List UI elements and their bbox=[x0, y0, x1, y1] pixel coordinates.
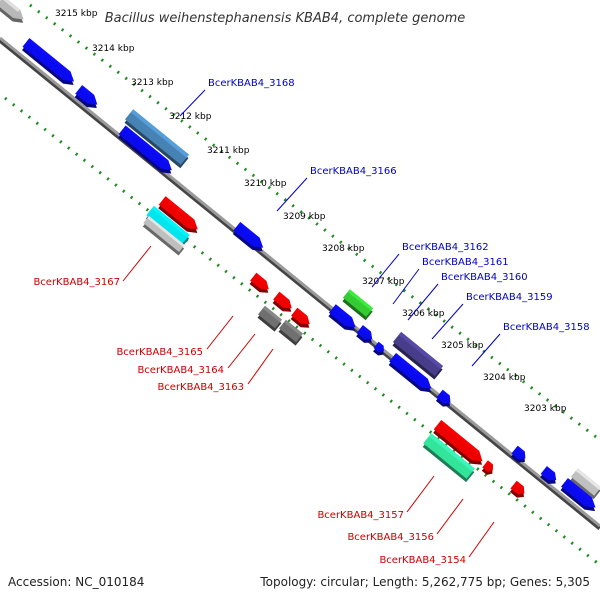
leader-line bbox=[227, 333, 256, 369]
gene-forward-blue-7 bbox=[510, 445, 526, 463]
gene-label-bcerkbab4-3157[interactable]: BcerKBAB4_3157 bbox=[317, 510, 404, 521]
tick-label: 3208 kbp bbox=[322, 244, 365, 254]
tick-label: 3209 kbp bbox=[283, 212, 326, 222]
gene-forward-blue-1 bbox=[21, 38, 75, 86]
gene-forward-blue-4 bbox=[328, 304, 356, 331]
leader-line bbox=[468, 521, 495, 558]
gene-label-bcerkbab4-3165[interactable]: BcerKBAB4_3165 bbox=[116, 347, 203, 358]
gene-features bbox=[0, 0, 600, 512]
gene-bcerkbab4-3167-red bbox=[158, 196, 198, 233]
gene-bcerkbab4-3168-region-grey bbox=[0, 0, 24, 23]
gene-forward-blue-6 bbox=[388, 352, 432, 393]
leader-line bbox=[122, 245, 152, 282]
gene-label-bcerkbab4-3158[interactable]: BcerKBAB4_3158 bbox=[503, 322, 590, 333]
gene-label-bcerkbab4-3154[interactable]: BcerKBAB4_3154 bbox=[379, 555, 466, 566]
accession-text: Accession: NC_010184 bbox=[8, 575, 144, 589]
gene-forward-grey-end bbox=[570, 468, 600, 500]
gene-bcerkbab4-3156 bbox=[422, 433, 475, 483]
gene-bcerkbab4-3167 bbox=[145, 205, 190, 248]
tick-label: 3205 kbp bbox=[441, 341, 484, 351]
tick-label: 3213 kbp bbox=[131, 78, 174, 88]
gene-bcerkbab4-3164 bbox=[257, 305, 283, 332]
map-title: Bacillus weihenstephanensis KBAB4, compl… bbox=[105, 11, 466, 26]
gene-bcerkbab4-3162 bbox=[342, 289, 374, 321]
gene-bcerkbab4-3161 bbox=[373, 341, 384, 356]
leader-line bbox=[392, 268, 420, 305]
gene-forward-blue-9 bbox=[560, 478, 596, 512]
gene-label-bcerkbab4-3168[interactable]: BcerKBAB4_3168 bbox=[208, 78, 295, 89]
gene-label-bcerkbab4-3163[interactable]: BcerKBAB4_3163 bbox=[157, 382, 244, 393]
leader-line bbox=[276, 177, 308, 212]
topology-text: Topology: circular; Length: 5,262,775 bp… bbox=[259, 575, 590, 589]
gene-label-bcerkbab4-3164[interactable]: BcerKBAB4_3164 bbox=[137, 365, 224, 376]
gene-bcerkbab4-3154 bbox=[509, 480, 525, 498]
scale-dotted-line-lower bbox=[4, 96, 600, 567]
gene-label-bcerkbab4-3156[interactable]: BcerKBAB4_3156 bbox=[347, 532, 434, 543]
tick-labels: 3215 kbp 3214 kbp 3213 kbp 3212 kbp 3211 kbp… bbox=[55, 9, 567, 414]
tick-label: 3210 kbp bbox=[244, 179, 287, 189]
gene-bcerkbab4-3163 bbox=[278, 319, 304, 346]
gene-forward-blue-8 bbox=[540, 466, 557, 484]
gene-bcerkbab4-3157 bbox=[433, 420, 483, 465]
gene-bcerkbab4-3165 bbox=[249, 272, 269, 293]
label-leaders bbox=[122, 89, 501, 558]
gene-label-bcerkbab4-3160[interactable]: BcerKBAB4_3160 bbox=[441, 272, 528, 283]
leader-line bbox=[179, 89, 206, 117]
backbone-shadow bbox=[0, 38, 600, 530]
gene-reverse-red-4 bbox=[481, 460, 494, 475]
tick-label: 3204 kbp bbox=[483, 373, 526, 383]
gene-bcerkbab4-3166 bbox=[232, 222, 264, 252]
tick-label: 3214 kbp bbox=[92, 44, 135, 54]
gene-bcerkbab4-3159 bbox=[392, 331, 444, 380]
gene-forward-blue-3 bbox=[118, 125, 172, 174]
tick-label: 3212 kbp bbox=[169, 112, 212, 122]
leader-line bbox=[406, 475, 435, 513]
gene-label-bcerkbab4-3162[interactable]: BcerKBAB4_3162 bbox=[402, 242, 489, 253]
gene-label-bcerkbab4-3166[interactable]: BcerKBAB4_3166 bbox=[310, 166, 397, 177]
gene-label-bcerkbab4-3161[interactable]: BcerKBAB4_3161 bbox=[422, 257, 509, 268]
gene-reverse-red-3 bbox=[290, 307, 310, 328]
gene-label-bcerkbab4-3159[interactable]: BcerKBAB4_3159 bbox=[466, 292, 553, 303]
gene-forward-blue-5 bbox=[356, 325, 373, 343]
leader-line bbox=[471, 333, 501, 367]
tick-label: 3206 kbp bbox=[402, 309, 445, 319]
tick-label: 3215 kbp bbox=[55, 9, 98, 19]
leader-line bbox=[431, 303, 464, 340]
gene-reverse-grey-1 bbox=[142, 215, 185, 256]
gene-bcerkbab4-3168 bbox=[124, 109, 190, 169]
tick-label: 3203 kbp bbox=[524, 404, 567, 414]
tick-label: 3207 kbp bbox=[362, 277, 405, 287]
tick-label: 3211 kbp bbox=[207, 146, 250, 156]
gene-labels: BcerKBAB4_3168BcerKBAB4_3166BcerKBAB4_31… bbox=[33, 78, 589, 566]
gene-reverse-red-2 bbox=[272, 291, 292, 312]
gene-bcerkbab4-3158 bbox=[435, 389, 451, 407]
gene-forward-blue-2 bbox=[74, 85, 98, 109]
backbone bbox=[0, 36, 600, 528]
gene-label-bcerkbab4-3167[interactable]: BcerKBAB4_3167 bbox=[33, 277, 120, 288]
leader-line bbox=[247, 348, 274, 385]
leader-line bbox=[407, 283, 439, 321]
leader-line bbox=[436, 498, 464, 535]
leader-line bbox=[371, 253, 400, 288]
leader-line bbox=[206, 315, 234, 350]
